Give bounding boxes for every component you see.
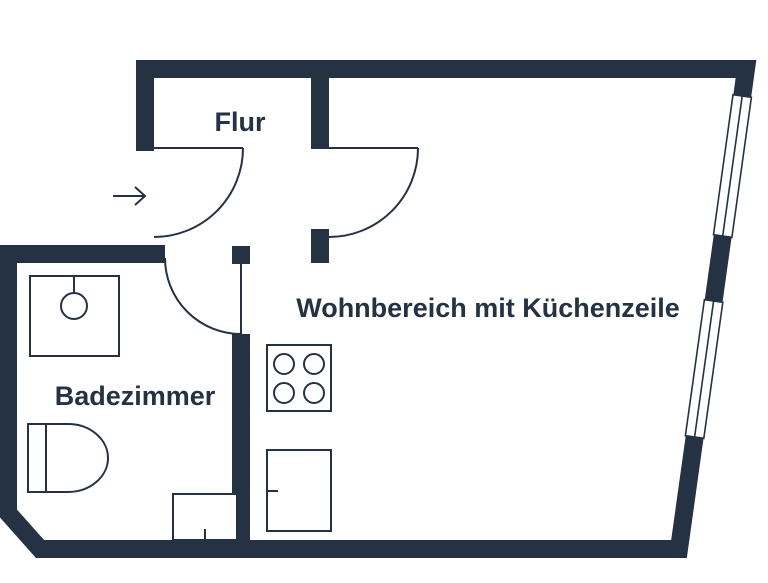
flur-door-arc bbox=[328, 147, 419, 238]
stove-burner-3 bbox=[273, 382, 295, 404]
stove-burner-1 bbox=[273, 353, 295, 375]
outer-walls bbox=[0, 60, 757, 558]
washing-machine bbox=[172, 493, 238, 541]
bathroom-door bbox=[164, 257, 242, 335]
washbasin bbox=[29, 275, 120, 357]
entrance-door bbox=[153, 147, 244, 238]
room-label-flur: Flur bbox=[215, 107, 266, 137]
stove bbox=[266, 344, 332, 412]
flur-door bbox=[328, 147, 419, 238]
window-1-glass-line bbox=[721, 95, 743, 237]
window-2 bbox=[684, 298, 724, 440]
entrance-arrow-icon bbox=[113, 186, 147, 206]
window-1 bbox=[712, 93, 753, 239]
washbasin-bowl bbox=[60, 292, 88, 320]
bathtub-outline bbox=[27, 423, 109, 493]
stove-burner-2 bbox=[303, 353, 325, 375]
bathtub bbox=[27, 423, 109, 493]
kitchen-unit bbox=[266, 449, 332, 532]
window-2-glass-line bbox=[693, 300, 715, 438]
bathroom-door-arc bbox=[164, 257, 242, 335]
stove-burner-4 bbox=[303, 382, 325, 404]
room-label-wohnbereich: Wohnbereich mit Küchenzeile bbox=[296, 293, 680, 323]
room-label-badezimmer: Badezimmer bbox=[55, 381, 216, 411]
entrance-door-arc bbox=[153, 147, 244, 238]
